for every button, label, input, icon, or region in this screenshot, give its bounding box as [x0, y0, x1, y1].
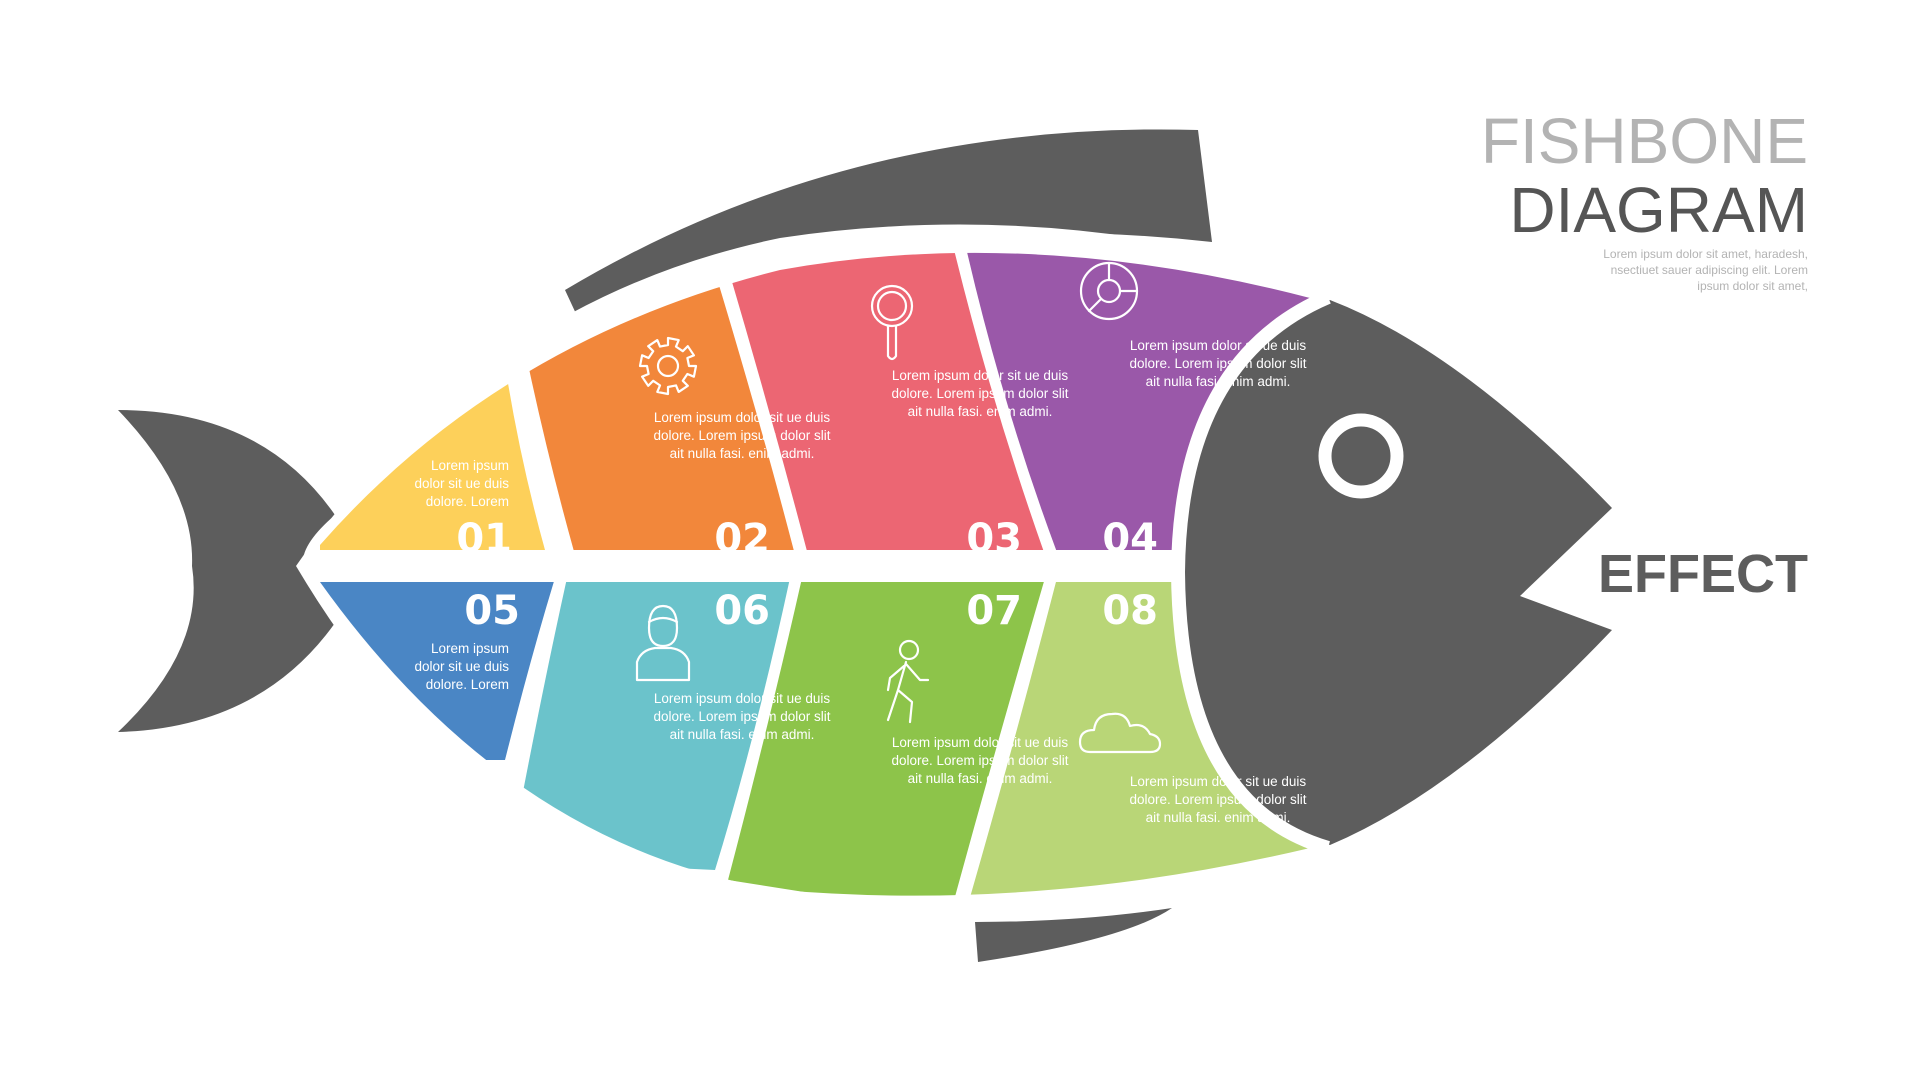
fish-head	[1182, 300, 1612, 845]
segment-08-text: Lorem ipsum dolor sit ue duis	[1130, 774, 1307, 789]
segment-07-text: dolore. Lorem ipsum dolor slit	[891, 753, 1068, 768]
segment-05-text: dolor sit ue duis	[414, 659, 509, 674]
segment-03-text: Lorem ipsum dolor sit ue duis	[892, 368, 1069, 383]
heading-description-line: nsectiuet sauer adipiscing elit. Lorem	[1611, 263, 1808, 277]
ventral-fin	[975, 908, 1172, 962]
person-icon	[635, 604, 691, 682]
segment-03-number: 03	[966, 516, 1022, 562]
segment-04-number: 04	[1102, 516, 1158, 562]
heading-line2: DIAGRAM	[1509, 174, 1808, 246]
segment-01-text: dolore. Lorem	[426, 494, 509, 509]
fish-eye	[1318, 413, 1404, 499]
segment-01-text: dolor sit ue duis	[414, 476, 509, 491]
segment-04-text: ait nulla fasi. enim admi.	[1146, 374, 1291, 389]
segment-05-text: dolore. Lorem	[426, 677, 509, 692]
heading-description-line: ipsum dolor sit amet,	[1697, 279, 1808, 293]
head-gill-line	[1170, 290, 1331, 855]
segment-02-text: Lorem ipsum dolor sit ue duis	[654, 410, 831, 425]
heading-description: Lorem ipsum dolor sit amet, haradesh, ns…	[1603, 247, 1808, 293]
pie-chart-icon	[1079, 261, 1139, 321]
segment-08-text: ait nulla fasi. enim admi.	[1146, 810, 1291, 825]
segment-08-text: dolore. Lorem ipsum dolor slit	[1129, 792, 1306, 807]
segment-08-number: 08	[1102, 588, 1158, 634]
segment-07-number: 07	[966, 588, 1022, 634]
segment-03-shape	[725, 252, 1045, 550]
segment-07-text: ait nulla fasi. enim admi.	[908, 771, 1053, 786]
segment-04-text: dolore. Lorem ipsum dolor slit	[1129, 356, 1306, 371]
segment-06-text: ait nulla fasi. enim admi.	[670, 727, 815, 742]
segment-06-number: 06	[714, 588, 770, 634]
segment-06-text: Lorem ipsum dolor sit ue duis	[654, 691, 831, 706]
segment-02-text: dolore. Lorem ipsum dolor slit	[653, 428, 830, 443]
segment-05-number: 05	[464, 588, 520, 634]
walking-person-icon	[886, 639, 930, 724]
segment-01-number: 01	[456, 516, 512, 562]
cloud-icon	[1078, 712, 1162, 754]
segment-02-text: ait nulla fasi. enim admi.	[670, 446, 815, 461]
segment-05-text: Lorem ipsum	[431, 641, 509, 656]
segment-07-text: Lorem ipsum dolor sit ue duis	[892, 735, 1069, 750]
segment-06-shape	[510, 582, 790, 870]
segment-06-text: dolore. Lorem ipsum dolor slit	[653, 709, 830, 724]
effect-label: EFFECT	[1598, 544, 1808, 604]
heading-description-line: Lorem ipsum dolor sit amet, haradesh,	[1603, 247, 1808, 261]
heading-line1: FISHBONE	[1481, 105, 1808, 177]
segment-07-shape	[728, 582, 1045, 896]
magnifier-icon	[870, 284, 914, 361]
segment-04-text: Lorem ipsum dolor sit ue duis	[1130, 338, 1307, 353]
segment-02-number: 02	[714, 516, 770, 562]
tail-fin	[118, 410, 335, 732]
segment-05-shape	[320, 582, 555, 760]
gear-icon	[638, 336, 698, 396]
segment-03-text: ait nulla fasi. enim admi.	[908, 404, 1053, 419]
segment-01-text: Lorem ipsum	[431, 458, 509, 473]
segment-03-text: dolore. Lorem ipsum dolor slit	[891, 386, 1068, 401]
